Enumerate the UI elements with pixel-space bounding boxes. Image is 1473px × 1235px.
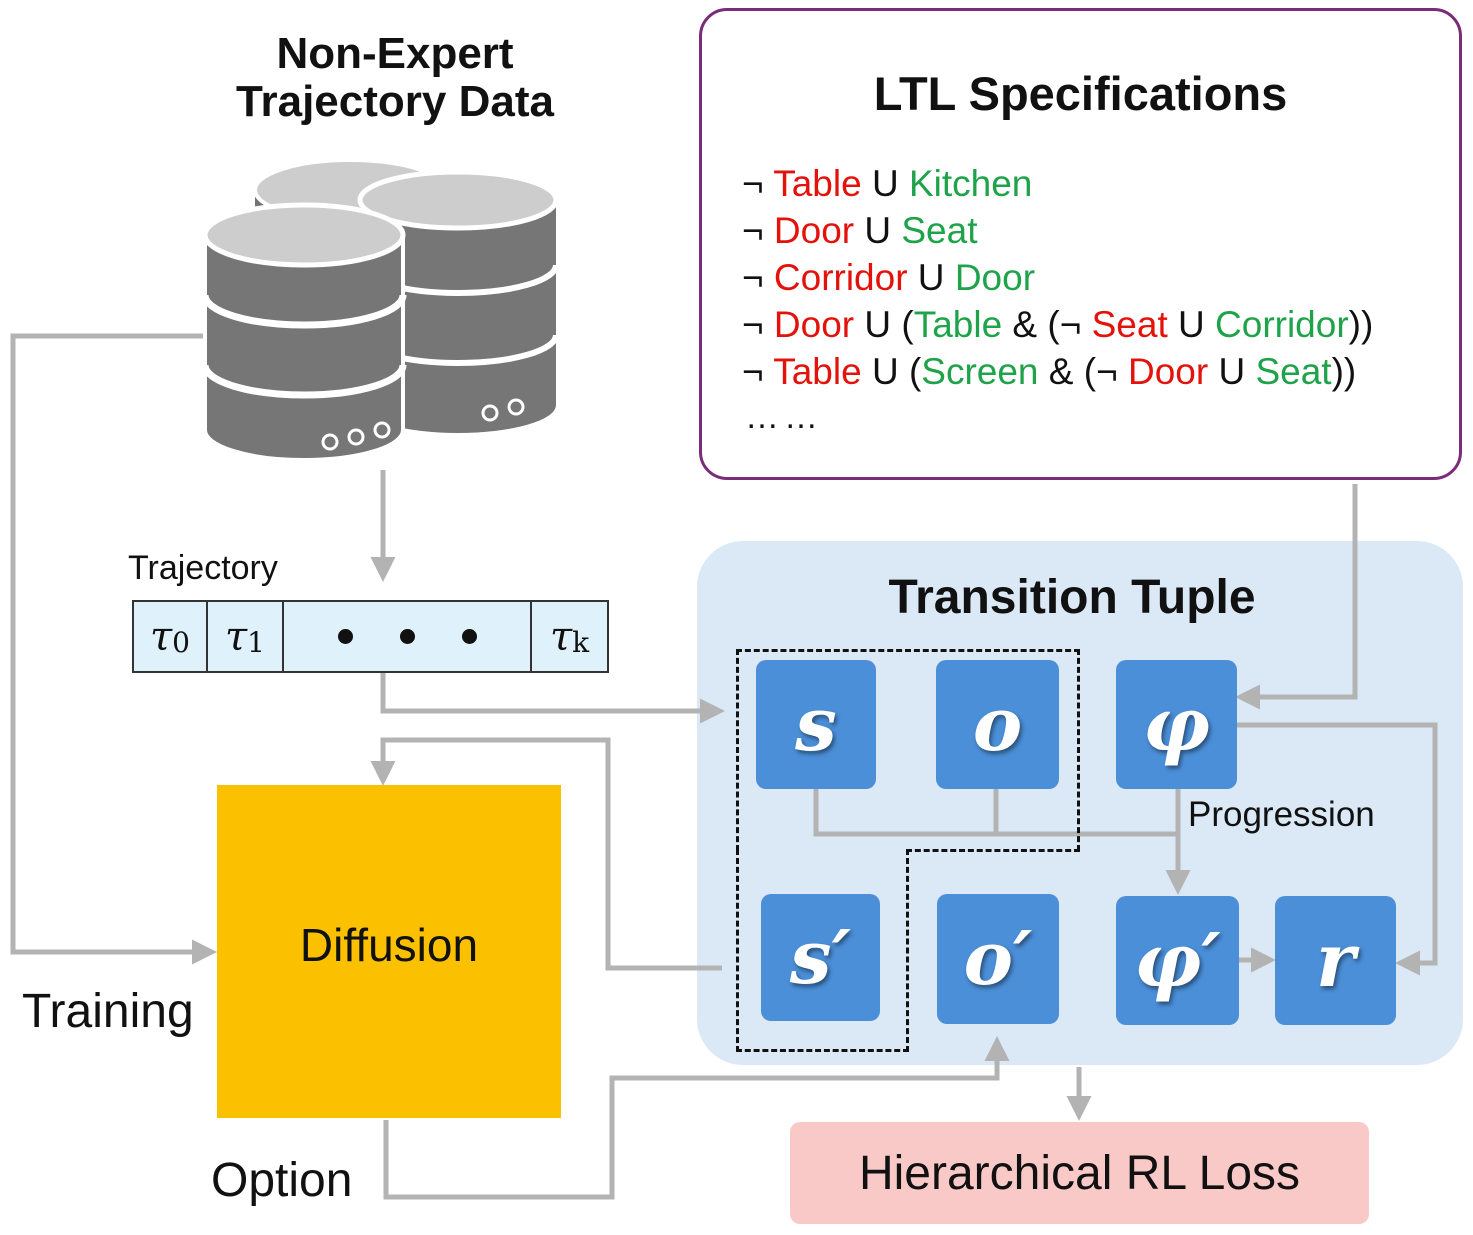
transition-tuple-title: Transition Tuple — [888, 571, 1256, 624]
ltl-formula-segment: Door — [773, 304, 855, 345]
ltl-formula-segment: ¬ — [742, 163, 774, 204]
ltl-formula-segment: Door — [773, 210, 855, 251]
ltl-formula-segment: Table — [773, 163, 862, 204]
ltl-specifications-box — [699, 8, 1462, 480]
progression-label: Progression — [1188, 795, 1375, 834]
database-title: Non-Expert Trajectory Data — [150, 30, 640, 126]
arrow-phi-to-r — [1237, 722, 1438, 976]
trajectory-cell-tau0-subscript: 0 — [172, 626, 190, 659]
arrow-s-o-to-phiprime — [813, 789, 1177, 837]
ltl-formula-segment: & (¬ — [1002, 304, 1092, 345]
arrow-sprime-to-diffusion — [370, 737, 722, 971]
trajectory-cell-tauk-symbol: τ — [549, 613, 573, 660]
database-icon — [201, 158, 559, 462]
dashed-group-current — [736, 649, 1080, 851]
ltl-formula-segment: Corridor — [773, 257, 908, 298]
ltl-formula-list: ¬ Table U Kitchen¬ Door U Seat¬ Corridor… — [742, 160, 1373, 395]
database-title-line2: Trajectory Data — [236, 77, 554, 126]
next-state-s-prime-tile: s′ — [761, 894, 880, 1021]
diffusion-block: Diffusion — [217, 785, 561, 1118]
ltl-formula-segment: ¬ — [742, 257, 774, 298]
ltl-formula-line: ¬ Table U Kitchen — [742, 160, 1373, 207]
ltl-formula-line: ¬ Door U Seat — [742, 207, 1373, 254]
ltl-formula-segment: U — [861, 163, 909, 204]
database-cylinder-right — [357, 169, 559, 433]
arrow-ltl-to-phi — [1235, 484, 1358, 710]
ltl-formula-segment: Table — [773, 351, 862, 392]
training-label: Training — [22, 985, 194, 1038]
arrow-db-to-diffusion-training — [10, 333, 217, 965]
hierarchical-rl-loss-box: Hierarchical RL Loss — [790, 1122, 1369, 1224]
ltl-formula-line: ¬ Table U (Screen & (¬ Door U Seat)) — [742, 348, 1373, 395]
ltl-title: LTL Specifications — [873, 67, 1288, 120]
option-label: Option — [211, 1154, 353, 1207]
diffusion-label: Diffusion — [299, 918, 479, 971]
next-option-o-prime-tile: o′ — [937, 894, 1059, 1024]
ltl-formula-segment: U ( — [854, 304, 914, 345]
ltl-formula-segment: U — [854, 210, 902, 251]
hierarchical-rl-loss-label: Hierarchical RL Loss — [858, 1146, 1301, 1200]
ltl-formula-segment: & (¬ — [1038, 351, 1128, 392]
trajectory-dot — [337, 629, 353, 644]
option-o-tile: o — [936, 660, 1059, 789]
trajectory-cell-tauk-subscript: k — [572, 626, 590, 659]
ltl-formula-segment: ¬ — [742, 351, 774, 392]
ltl-formula-segment: Corridor — [1215, 304, 1349, 345]
ltl-formula-segment: )) — [1331, 351, 1357, 392]
dashed-group-divider — [906, 849, 1080, 855]
database-cylinder-front — [201, 202, 407, 462]
state-s-tile: s — [756, 660, 876, 789]
trajectory-dot — [461, 629, 477, 644]
ltl-formula-segment: Seat — [1255, 351, 1332, 392]
ltl-formula-segment: )) — [1348, 304, 1374, 345]
arrow-trajectory-to-tuple — [380, 673, 725, 724]
arrow-diffusion-option-to-oprime — [383, 1036, 1010, 1200]
ltl-formula-segment: Door — [1127, 351, 1209, 392]
ltl-formula-segment: ¬ — [742, 210, 774, 251]
ltl-formula-line: ¬ Corridor U Door — [742, 254, 1373, 301]
ltl-formula-line: ¬ Door U (Table & (¬ Seat U Corridor)) — [742, 301, 1373, 348]
next-formula-phi-prime-tile: φ′ — [1116, 896, 1239, 1025]
ltl-formula-segment: U — [907, 257, 955, 298]
formula-phi-tile: φ — [1116, 660, 1237, 789]
dashed-group-next — [736, 849, 909, 1052]
database-title-line1: Non-Expert — [276, 29, 514, 78]
trajectory-cell-tau1-symbol: τ — [225, 613, 248, 660]
trajectory-cell-tau0-symbol: τ — [150, 613, 173, 660]
ltl-formula-segment: ¬ — [742, 304, 774, 345]
ltl-formula-segment: Screen — [921, 351, 1039, 392]
trajectory-cell-tau1-subscript: 1 — [247, 626, 265, 659]
ltl-formula-segment: Door — [954, 257, 1036, 298]
ltl-formula-segment: Seat — [901, 210, 978, 251]
ltl-formula-segment: Seat — [1091, 304, 1168, 345]
ltl-formula-segment: U — [1208, 351, 1256, 392]
trajectory-label: Trajectory — [128, 549, 278, 587]
trajectory-dot — [399, 629, 415, 644]
trajectory-ellipsis — [284, 602, 532, 671]
ltl-ellipsis: …… — [745, 398, 823, 436]
reward-r-tile: r — [1275, 896, 1396, 1025]
ltl-formula-segment: Kitchen — [908, 163, 1033, 204]
ltl-formula-segment: Table — [913, 304, 1003, 345]
ltl-formula-segment: U — [1167, 304, 1216, 345]
ltl-formula-segment: U ( — [861, 351, 922, 392]
